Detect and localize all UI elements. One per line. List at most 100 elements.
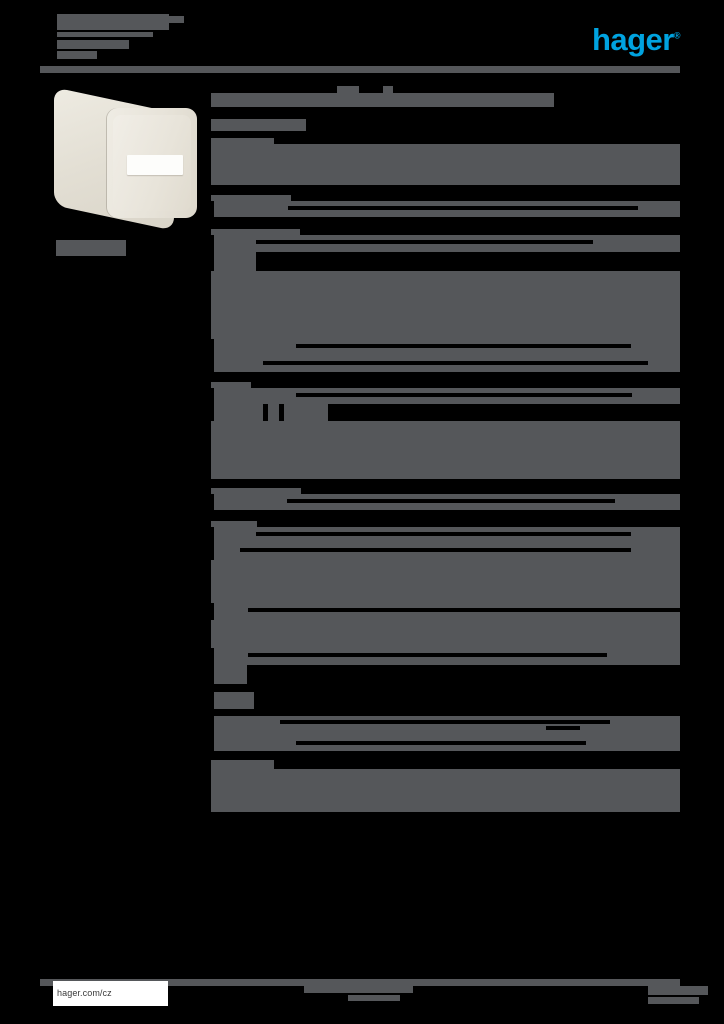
row-left-edge [211, 356, 214, 372]
spacer-6 [211, 479, 680, 488]
section-2-row-4 [211, 356, 680, 372]
section-6-row-3 [211, 736, 680, 751]
row-left-edge [211, 339, 214, 356]
section-6-row-1 [211, 692, 680, 709]
document-title-line-2 [57, 32, 153, 37]
section-4-row-1 [211, 494, 680, 510]
section-2-heading [211, 229, 300, 235]
spacer-7 [211, 510, 680, 521]
product-front-plate [107, 108, 197, 218]
hager-logo-text: hager [591, 22, 674, 57]
row-left-edge [211, 404, 214, 421]
row-left-edge [211, 665, 214, 684]
header-divider [40, 66, 680, 73]
section-2-row-3-leader [296, 344, 631, 348]
product-label-field [127, 155, 183, 175]
section-6-row-2-leader-2 [546, 726, 580, 730]
product-front-plate-inset [113, 115, 191, 211]
intro-heading [211, 138, 274, 144]
spacer-3 [211, 185, 680, 195]
section-1-row-1-leader [288, 206, 638, 210]
product-shadow [61, 206, 179, 226]
section-6-row-1-leader [254, 692, 454, 709]
row-left-edge [211, 201, 214, 217]
section-5-paragraph-block-2 [211, 620, 680, 648]
section-3-heading [211, 382, 251, 388]
content-title-fragment-2 [383, 86, 393, 93]
content-title-band [211, 93, 554, 107]
section-5-row-1-leader [256, 532, 631, 536]
section-2-row-2-leader [256, 252, 680, 271]
document-title-superscript [158, 16, 184, 23]
row-left-edge [211, 235, 214, 252]
hager-logo[interactable]: hager® [591, 22, 681, 57]
section-1-heading [211, 195, 291, 201]
product-caption [56, 240, 126, 256]
spacer-4 [211, 217, 680, 229]
section-2-row-4-leader [263, 361, 648, 365]
row-left-edge [211, 716, 214, 736]
row-left-edge [211, 692, 214, 709]
section-5-row-4 [211, 648, 680, 665]
section-5-row-4-leader [248, 653, 607, 657]
document-title-line-4 [57, 51, 97, 59]
section-2-row-1 [211, 235, 680, 252]
section-3-heading-row [211, 382, 680, 388]
spacer-5 [211, 372, 680, 382]
row-left-edge [211, 252, 214, 271]
section-4-heading [211, 488, 301, 494]
footer-page-number [648, 986, 708, 1006]
section-5-row-3-leader [248, 608, 680, 612]
section-6-row-3-leader [296, 741, 586, 745]
section-3-row-1-leader [296, 393, 632, 397]
spacer-9 [211, 709, 680, 716]
section-4-heading-row [211, 488, 680, 494]
website-url-link[interactable]: hager.com/cz [53, 981, 168, 1006]
main-content [211, 86, 680, 812]
sep-1 [263, 404, 268, 421]
section-5-row-5 [211, 665, 680, 684]
section-6-row-1-tail [454, 692, 680, 709]
footer-page-number-line-2 [648, 997, 699, 1004]
section-7-heading [211, 760, 274, 769]
spacer-2 [211, 131, 680, 138]
section-1-heading-row [211, 195, 680, 201]
spacer-10 [211, 751, 680, 760]
section-5-heading [211, 521, 257, 527]
section-6-row-2-leader [280, 720, 610, 724]
section-2-heading-row [211, 229, 680, 235]
registered-trademark-icon: ® [673, 30, 681, 41]
spacer-8 [211, 684, 680, 692]
footer-divider [40, 979, 680, 986]
section-5-row-2 [211, 543, 680, 560]
content-title-fragment-1 [337, 86, 359, 93]
content-subtitle [211, 119, 306, 131]
section-5-row-5-tail [447, 665, 680, 684]
spacer-1 [211, 107, 680, 119]
page-header: hager® [0, 0, 724, 80]
section-1-row-1 [211, 201, 680, 217]
intro-paragraph-block [211, 144, 680, 185]
section-5-row-5-leader [247, 665, 447, 684]
row-left-edge [211, 543, 214, 560]
sep-2 [279, 404, 284, 421]
section-5-heading-row [211, 521, 680, 527]
footer-center-line-1 [304, 986, 413, 993]
section-5-paragraph-block [211, 560, 680, 603]
content-title-row [211, 86, 680, 93]
section-3-row-2 [211, 404, 680, 421]
row-left-edge [211, 603, 214, 620]
section-3-paragraph-block [211, 421, 680, 479]
page-footer: hager.com/cz [40, 979, 708, 1009]
section-6-row-2 [211, 716, 680, 736]
document-title-line-1 [57, 14, 169, 30]
row-left-edge [211, 388, 214, 404]
section-2-row-1-leader [256, 240, 593, 244]
section-7-heading-row [211, 760, 680, 769]
footer-center-line-2 [348, 995, 400, 1001]
section-2-row-2 [211, 252, 680, 271]
document-title [57, 14, 169, 61]
row-left-edge [211, 494, 214, 510]
footer-center-text [304, 986, 413, 1003]
